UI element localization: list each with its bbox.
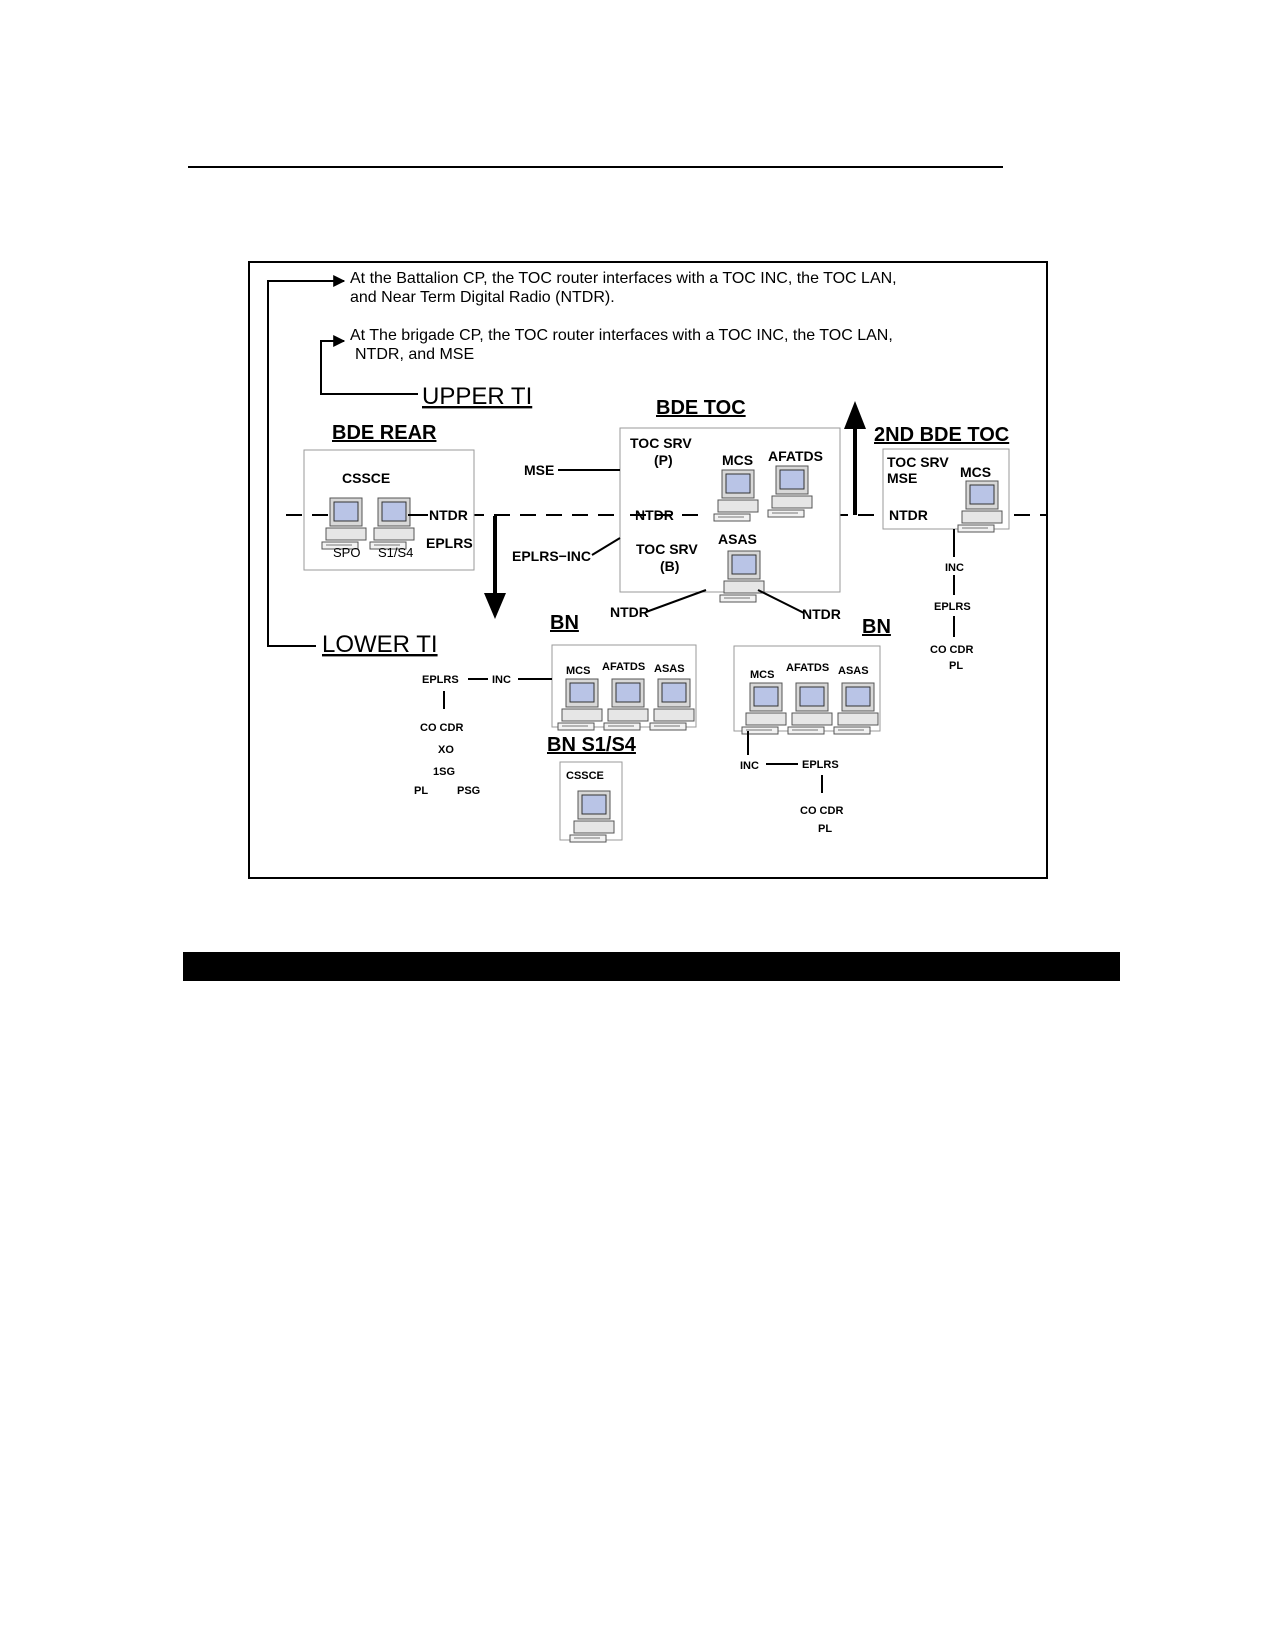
note-battalion-line-1: At the Battalion CP, the TOC router inte… — [350, 270, 897, 287]
section-header-bar — [183, 952, 1120, 981]
bn-left-inc-label: INC — [492, 674, 511, 686]
bn-left-psg-label: PSG — [457, 785, 480, 797]
bde-rear-eplrs-label: EPLRS — [426, 535, 473, 551]
toc-srv-b-label-1: TOC SRV — [636, 541, 698, 557]
toc-srv-b-label-2: (B) — [660, 558, 679, 574]
bn-s1s4-title: BN S1/S4 — [547, 734, 637, 756]
second-bde-toc-srv-label: TOC SRV — [887, 454, 949, 470]
bde-toc-title: BDE TOC — [656, 397, 746, 419]
second-bde-ntdr-label: NTDR — [889, 507, 928, 523]
bde-toc-afatds-label: AFATDS — [768, 448, 823, 464]
toc-srv-p-label-2: (P) — [654, 452, 673, 468]
second-bde-co-cdr-label: CO CDR — [930, 644, 973, 656]
second-bde-mcs-label: MCS — [960, 464, 991, 480]
bn-s1s4-cssce-label: CSSCE — [566, 770, 604, 782]
bde-rear-cssce-label: CSSCE — [342, 470, 390, 486]
top-rule — [188, 166, 1003, 168]
ntdr-left-link-label: NTDR — [610, 604, 649, 620]
second-bde-inc-label: INC — [945, 562, 964, 574]
bde-rear-title: BDE REAR — [332, 422, 437, 444]
second-bde-mse-label: MSE — [887, 470, 917, 486]
second-bde-eplrs-label: EPLRS — [934, 601, 971, 613]
bde-toc-asas-label: ASAS — [718, 531, 757, 547]
bn-right-asas-label: ASAS — [838, 665, 869, 677]
eplrs-inc-link-label: EPLRS−INC — [512, 548, 591, 564]
second-bde-pl-label: PL — [949, 660, 963, 672]
bn-left-afatds-label: AFATDS — [602, 661, 645, 673]
bn-left-eplrs-label: EPLRS — [422, 674, 459, 686]
bn-left-xo-label: XO — [438, 744, 454, 756]
bde-rear-spo-label: SPO — [333, 545, 360, 560]
second-bde-toc-title: 2ND BDE TOC — [874, 424, 1009, 446]
lower-ti-label: LOWER TI — [322, 631, 438, 658]
lower-ti-bracket — [267, 275, 346, 647]
note-brigade-line-2: NTDR, and MSE — [355, 346, 474, 363]
bn-right-eplrs-label: EPLRS — [802, 759, 839, 771]
mse-link-label: MSE — [524, 462, 554, 478]
upper-ti-bracket — [320, 335, 418, 395]
network-diagram: At the Battalion CP, the TOC router inte… — [248, 261, 1048, 879]
ntdr-right-link-label: NTDR — [802, 606, 841, 622]
upper-ti-label: UPPER TI — [422, 383, 532, 410]
bn-left-co-cdr-label: CO CDR — [420, 722, 463, 734]
bn-right-title: BN — [862, 616, 891, 638]
bn-left-asas-label: ASAS — [654, 663, 685, 675]
bn-right-afatds-label: AFATDS — [786, 662, 829, 674]
bde-toc-mcs-label: MCS — [722, 452, 753, 468]
bn-right-inc-label: INC — [740, 760, 759, 772]
bn-left-pl-label: PL — [414, 785, 428, 797]
bde-rear-s1s4-label: S1/S4 — [378, 545, 413, 560]
bn-left-1sg-label: 1SG — [433, 766, 455, 778]
bn-right-pl-label: PL — [818, 823, 832, 835]
toc-srv-p-label-1: TOC SRV — [630, 435, 692, 451]
note-brigade-line-1: At The brigade CP, the TOC router interf… — [350, 327, 893, 344]
bde-rear-ntdr-label: NTDR — [429, 507, 468, 523]
bn-right-co-cdr-label: CO CDR — [800, 805, 843, 817]
bde-toc-ntdr-label: NTDR — [635, 507, 674, 523]
bn-left-mcs-label: MCS — [566, 665, 590, 677]
note-battalion-line-2: and Near Term Digital Radio (NTDR). — [350, 289, 615, 306]
bn-left-title: BN — [550, 612, 579, 634]
bn-right-mcs-label: MCS — [750, 669, 774, 681]
